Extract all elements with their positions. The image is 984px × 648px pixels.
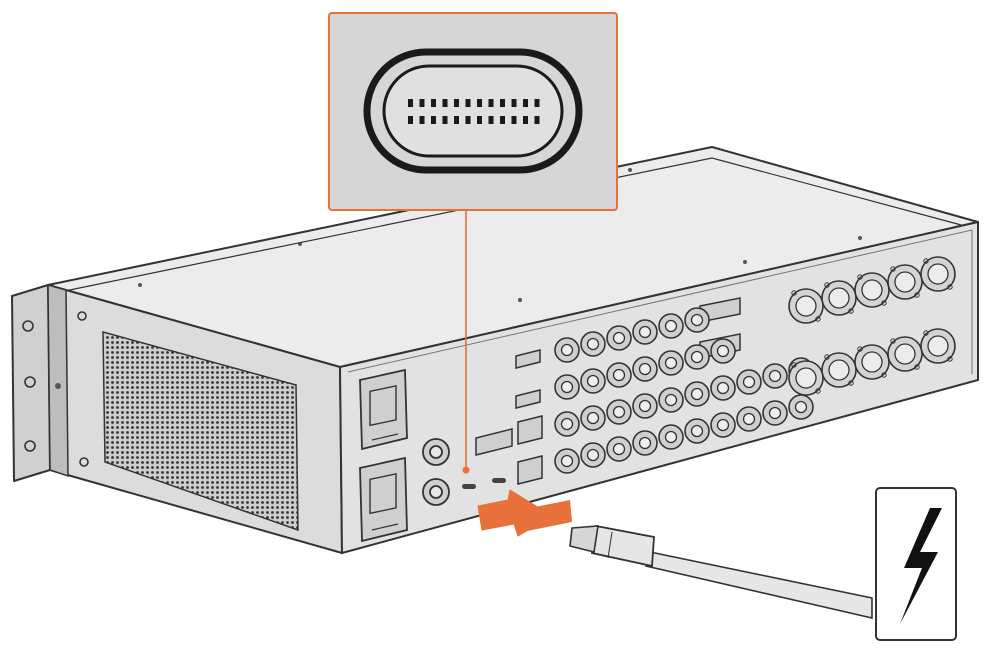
usb-c-pin bbox=[523, 99, 528, 107]
bnc-connector bbox=[684, 307, 710, 333]
bnc-connector bbox=[762, 400, 788, 426]
xlr-connector bbox=[854, 272, 890, 308]
bnc-connector bbox=[788, 394, 814, 420]
bnc-connector bbox=[658, 313, 684, 339]
power-inlet-bottom bbox=[359, 456, 408, 543]
rack-ear-screws bbox=[22, 311, 89, 467]
usb-c-pin bbox=[534, 99, 540, 107]
thunderbolt-cable bbox=[569, 524, 873, 620]
bnc-connector-grid bbox=[554, 307, 814, 474]
xlr-connector bbox=[920, 328, 956, 364]
bnc-connector bbox=[710, 338, 736, 364]
usb-c-port-callout bbox=[328, 12, 618, 474]
usb-c-pins bbox=[408, 99, 540, 124]
usb-c-pin bbox=[511, 99, 517, 107]
xlr-connector bbox=[821, 352, 857, 388]
usb-c-pin bbox=[431, 116, 436, 124]
xlr-connector bbox=[788, 288, 824, 324]
usb-c-pin bbox=[511, 116, 517, 124]
callout-anchor-dot bbox=[462, 466, 470, 474]
usb-c-pin bbox=[419, 116, 425, 124]
usb-c-pin bbox=[465, 99, 471, 107]
usb-c-pin bbox=[477, 99, 482, 107]
lightning-bolt-icon bbox=[900, 508, 942, 624]
bnc-connector bbox=[658, 350, 684, 376]
usb-c-pin bbox=[534, 116, 540, 124]
usb-c-pin bbox=[442, 116, 448, 124]
vent-grille bbox=[102, 331, 299, 532]
bnc-connector bbox=[554, 374, 580, 400]
cable-connector-body bbox=[590, 524, 655, 568]
usb-c-pin bbox=[431, 99, 436, 107]
usb-c-pin bbox=[500, 99, 505, 107]
bnc-connector bbox=[736, 406, 762, 432]
xlr-connector bbox=[821, 280, 857, 316]
usb-c-pin bbox=[465, 116, 471, 124]
ethernet-port bbox=[475, 428, 513, 456]
xlr-connector bbox=[920, 256, 956, 292]
xlr-connector bbox=[887, 336, 923, 372]
bnc-connector bbox=[684, 344, 710, 370]
usb-c-pin bbox=[442, 99, 448, 107]
bnc-connector bbox=[658, 424, 684, 450]
bnc-connector bbox=[710, 412, 736, 438]
bnc-connector bbox=[580, 405, 606, 431]
power-inlet-top bbox=[359, 368, 408, 451]
reference-bnc-ports bbox=[422, 438, 450, 506]
bnc-connector bbox=[632, 393, 658, 419]
rack-device bbox=[11, 146, 979, 554]
bnc-connector bbox=[606, 399, 632, 425]
bnc-connector bbox=[632, 430, 658, 456]
xlr-connector-grid bbox=[788, 256, 956, 396]
bnc-connector bbox=[684, 418, 710, 444]
bnc-connector bbox=[632, 356, 658, 382]
bnc-connector bbox=[606, 362, 632, 388]
bnc-connector bbox=[606, 436, 632, 462]
cable-cord bbox=[644, 551, 873, 620]
xlr-connector bbox=[788, 360, 824, 396]
usb-c-pin bbox=[408, 99, 413, 107]
bnc-connector bbox=[736, 369, 762, 395]
bnc-connector bbox=[606, 325, 632, 351]
usb-c-pin bbox=[523, 116, 528, 124]
usb-c-pin bbox=[419, 99, 425, 107]
sfp-ports bbox=[517, 415, 543, 485]
thunderbolt-symbol-card bbox=[875, 487, 957, 641]
usb-c-pin bbox=[477, 116, 482, 124]
bnc-connector bbox=[580, 442, 606, 468]
bnc-connector bbox=[554, 448, 580, 474]
bnc-connector bbox=[710, 375, 736, 401]
hdmi-ports bbox=[515, 349, 541, 409]
usb-c-pin bbox=[454, 99, 459, 107]
xlr-connector bbox=[854, 344, 890, 380]
bnc-connector bbox=[580, 331, 606, 357]
cable-connector-tip bbox=[569, 525, 599, 553]
bnc-connector bbox=[554, 411, 580, 437]
usb-c-port-icon bbox=[363, 48, 583, 174]
xlr-connector bbox=[887, 264, 923, 300]
usb-c-pin bbox=[408, 116, 413, 124]
bnc-connector bbox=[762, 363, 788, 389]
usb-c-pin bbox=[454, 116, 459, 124]
usb-c-pin bbox=[488, 116, 494, 124]
bnc-connector bbox=[658, 387, 684, 413]
bnc-connector bbox=[632, 319, 658, 345]
bnc-connector bbox=[684, 381, 710, 407]
usb-c-pin bbox=[500, 116, 505, 124]
bnc-connector bbox=[580, 368, 606, 394]
usb-c-ports bbox=[462, 478, 506, 489]
bnc-connector bbox=[554, 337, 580, 363]
usb-c-pin bbox=[488, 99, 494, 107]
